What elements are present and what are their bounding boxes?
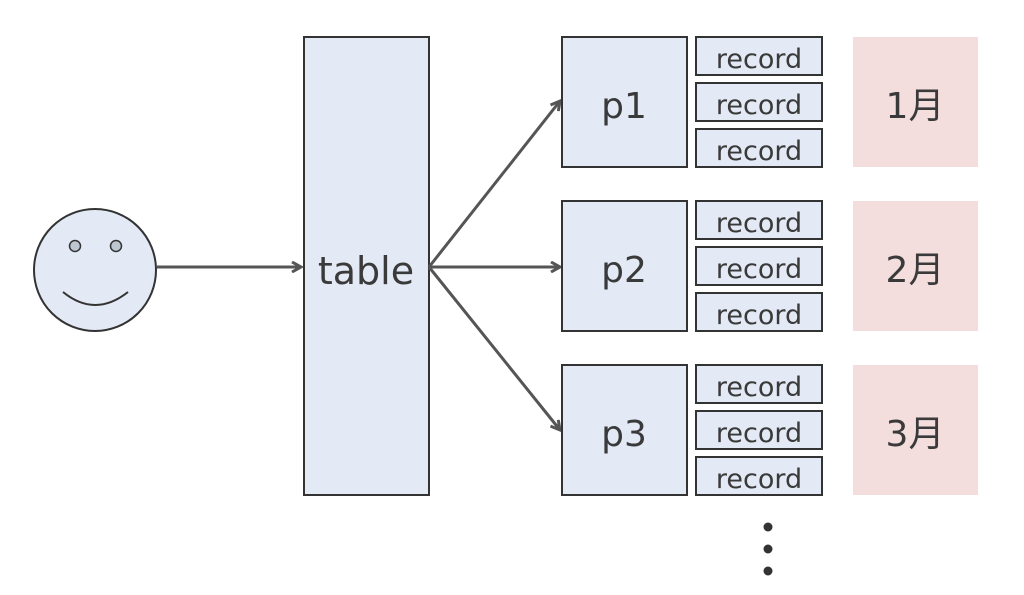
partition-box (561, 364, 688, 496)
left-eye (68, 239, 82, 253)
month-box (853, 201, 978, 331)
smile-mouth (62, 291, 129, 306)
table-label: table (318, 249, 414, 293)
partition-label: p1 (601, 86, 647, 127)
table-to-p1-arrow (427, 101, 560, 268)
record-label: record (716, 90, 802, 121)
partition-label: p2 (601, 250, 647, 291)
month-label: 2月 (886, 250, 945, 291)
month-box (853, 37, 978, 167)
table-to-p3-arrow (427, 266, 560, 430)
vertical-ellipsis-icon (763, 522, 773, 576)
record-box (695, 456, 823, 496)
month-box (853, 365, 978, 495)
record-box (695, 246, 823, 286)
month-label: 3月 (886, 414, 945, 455)
partition-box (561, 36, 688, 168)
right-eye (109, 239, 123, 253)
record-box (695, 82, 823, 122)
record-box (695, 36, 823, 76)
record-label: record (716, 372, 802, 403)
record-box (695, 200, 823, 240)
partition-group: p1 record record record 1月 (561, 36, 978, 168)
record-label: record (716, 44, 802, 75)
partition-group: p3 record record record 3月 (561, 364, 978, 496)
record-box (695, 128, 823, 168)
record-box (695, 410, 823, 450)
table-box (303, 36, 430, 496)
partition-group: p2 record record record 2月 (561, 200, 978, 332)
record-label: record (716, 136, 802, 167)
partition-label: p3 (601, 414, 647, 455)
record-label: record (716, 208, 802, 239)
partition-box (561, 200, 688, 332)
face-circle (33, 208, 157, 332)
record-label: record (716, 418, 802, 449)
record-label: record (716, 254, 802, 285)
user-smiley-icon (33, 208, 157, 332)
month-label: 1月 (886, 86, 945, 127)
record-label: record (716, 300, 802, 331)
record-box (695, 364, 823, 404)
record-label: record (716, 464, 802, 495)
record-box (695, 292, 823, 332)
